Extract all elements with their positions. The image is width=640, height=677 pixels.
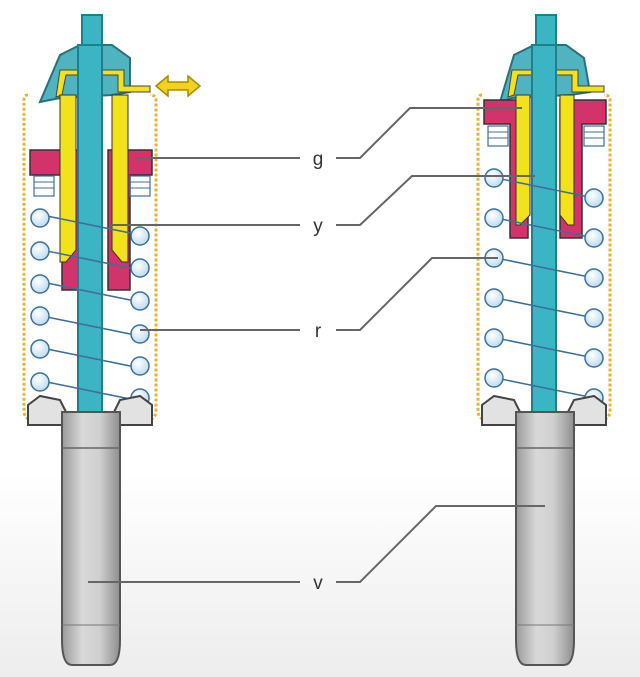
right-strut xyxy=(476,14,612,666)
right-spring xyxy=(484,125,605,408)
left-inner-body-y xyxy=(59,94,129,263)
double-arrow-icon xyxy=(154,74,202,98)
leader-y-right xyxy=(336,175,535,226)
right-dust-boot xyxy=(476,93,612,422)
left-strut xyxy=(22,14,158,666)
label-r: r xyxy=(315,321,322,342)
label-v: v xyxy=(313,573,323,594)
left-damper-body-v xyxy=(61,411,121,666)
leader-r-right xyxy=(336,257,498,331)
right-piston-rod xyxy=(531,44,557,416)
leader-lines xyxy=(88,107,545,583)
leader-g-right xyxy=(336,107,522,159)
leader-v-right xyxy=(336,505,545,583)
right-damper-body-v xyxy=(515,411,575,666)
left-dust-boot xyxy=(22,93,158,422)
label-y: y xyxy=(313,216,323,237)
label-g: g xyxy=(313,149,324,170)
